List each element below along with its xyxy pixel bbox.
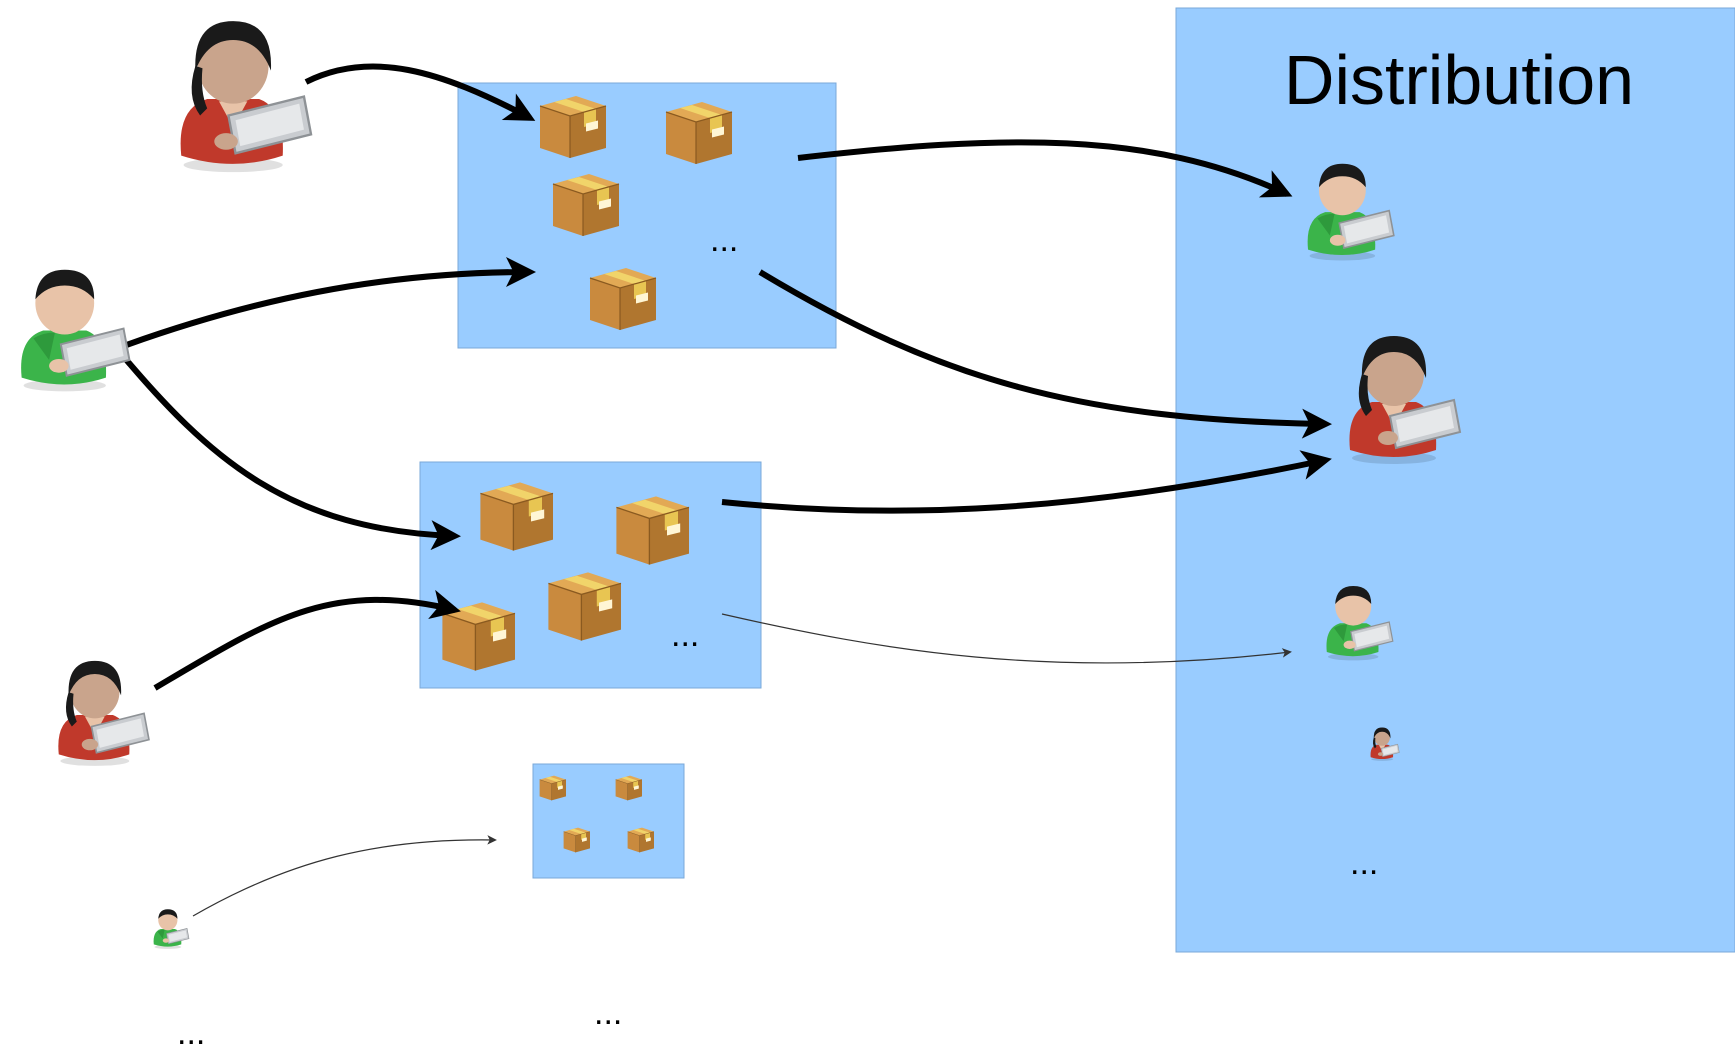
arrow-group2-to-recipient3 — [721, 613, 1292, 664]
contributor-3-icon — [57, 660, 150, 767]
groups-ellipsis: ... — [594, 994, 622, 1032]
package-group-2: ... — [419, 461, 762, 689]
distribution-panel — [1175, 7, 1735, 953]
box-icon — [627, 827, 655, 853]
arrow-group2-to-recipient2 — [721, 450, 1332, 514]
arrow-group1-to-recipient2 — [758, 269, 1332, 439]
contributor-2-icon — [20, 268, 131, 393]
arrow-contributor2-to-group2 — [115, 348, 461, 551]
contributor-4-icon — [153, 908, 190, 950]
box-icon — [547, 571, 622, 642]
group-1-ellipsis: ... — [710, 221, 738, 259]
arrow-contributor3-to-group2 — [153, 589, 461, 691]
box-icon — [552, 173, 620, 237]
group-2-ellipsis: ... — [671, 616, 699, 654]
box-icon — [539, 95, 607, 159]
arrow-group1-to-recipient1 — [797, 139, 1293, 198]
box-icon — [615, 495, 690, 566]
recipients-ellipsis: ... — [1350, 844, 1378, 882]
box-icon — [479, 481, 554, 552]
box-icon — [665, 101, 733, 165]
box-icon — [589, 267, 657, 331]
arrows — [115, 63, 1332, 917]
box-icon — [563, 827, 591, 853]
package-group-1: ... — [457, 82, 837, 349]
box-icon — [539, 775, 567, 801]
contributors-ellipsis: ... — [177, 1014, 205, 1050]
distribution-title: Distribution — [1284, 41, 1634, 119]
package-group-3 — [532, 763, 685, 879]
contributor-1-icon — [179, 19, 313, 174]
arrow-contributor4-to-group3 — [192, 835, 497, 917]
box-icon — [615, 775, 643, 801]
arrow-contributor1-to-group1 — [304, 63, 536, 121]
arrow-contributor2-to-group1 — [116, 257, 536, 351]
